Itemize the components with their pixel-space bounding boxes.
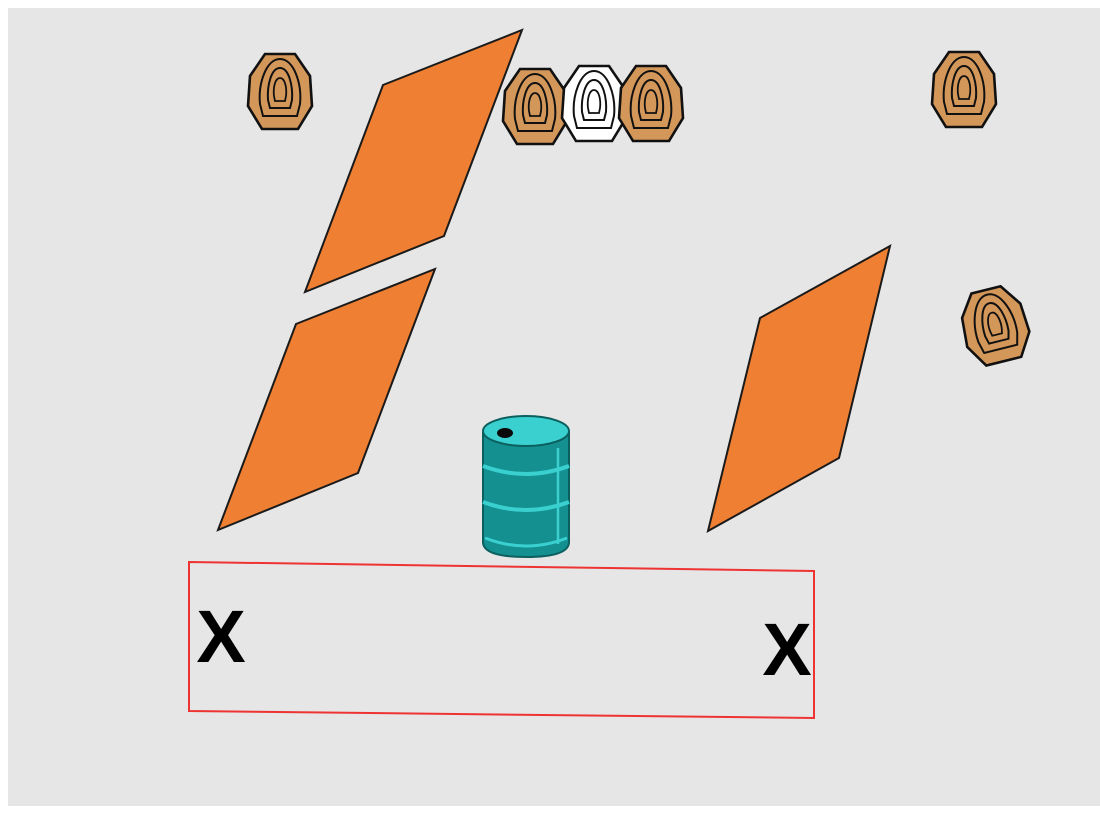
start-x-icon: X [196,595,245,678]
shooting-box [188,560,815,720]
paper-target-icon [246,52,314,131]
paper-target-icon [617,64,685,143]
stage-diagram: X X [8,8,1100,806]
no-shoot-target-icon [560,64,628,143]
wall-top-left [303,28,524,294]
paper-target-icon [501,67,569,146]
paper-target-icon [930,50,998,129]
stage-drawing: X X [188,28,1037,720]
start-x-icon: X [762,608,811,691]
barrel-icon [482,415,570,559]
paper-target-icon [953,280,1037,371]
wall-left-lower [216,267,437,532]
wall-right [706,244,892,533]
